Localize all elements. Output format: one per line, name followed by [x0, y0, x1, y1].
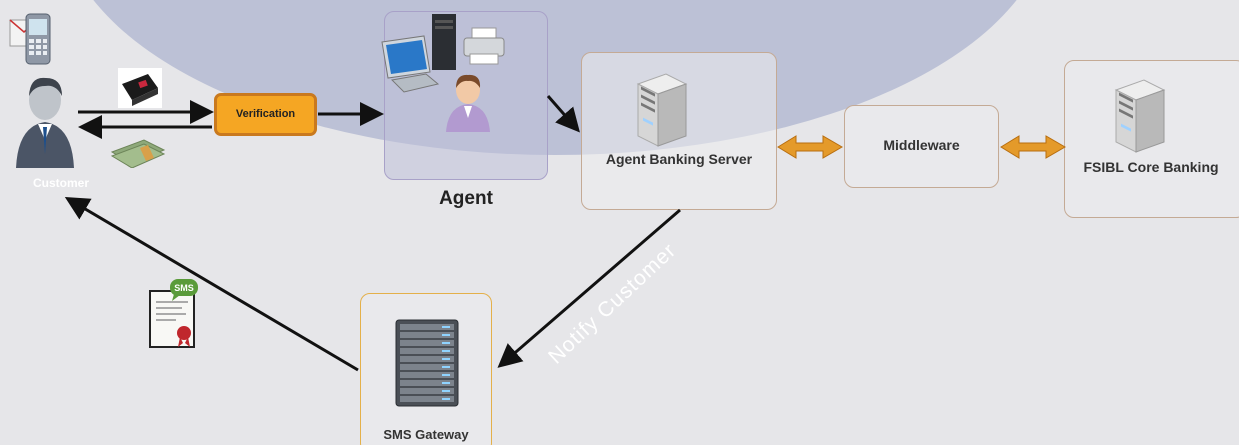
mobile-phone-icon	[9, 13, 51, 65]
card-reader-icon	[118, 68, 162, 108]
rack-unit	[400, 380, 454, 386]
rack-led	[442, 366, 450, 368]
server-to-sms-arrow	[497, 208, 681, 368]
sms-certificate-icon: SMS	[149, 279, 198, 348]
rack-unit	[400, 332, 454, 338]
sms-to-customer-arrow	[64, 196, 359, 372]
rack-led	[442, 382, 450, 384]
printer-icon	[463, 27, 505, 65]
middleware-label: Middleware	[883, 137, 960, 153]
rack-unit	[400, 396, 454, 402]
cash-icon	[110, 139, 166, 168]
customer-label: Customer	[32, 176, 89, 190]
agent-person-icon	[446, 74, 490, 132]
core-server-tower-icon	[1114, 79, 1166, 153]
agent-banking-server-label: Agent Banking Server	[605, 151, 753, 167]
server-tower-icon	[636, 73, 688, 147]
rack-led	[442, 334, 450, 336]
sms-gateway-label: SMS Gateway	[383, 427, 469, 442]
rack-led	[442, 374, 450, 376]
customer-person-icon	[16, 77, 74, 168]
rack-led	[442, 326, 450, 328]
sms-badge-text: SMS	[174, 283, 194, 293]
rack-unit	[400, 340, 454, 346]
rack-unit	[400, 372, 454, 378]
middleware-node: Middleware	[844, 105, 999, 188]
rack-unit	[400, 356, 454, 362]
rack-unit	[400, 324, 454, 330]
rack-led	[442, 358, 450, 360]
rack-unit	[400, 364, 454, 370]
rack-unit	[400, 348, 454, 354]
core-banking-label: FSIBL Core Banking	[1083, 159, 1219, 175]
rack-led	[442, 398, 450, 400]
computer-icon	[381, 14, 456, 93]
middleware-core-double-arrow	[1000, 135, 1066, 159]
agent-to-server-arrow	[546, 95, 580, 133]
rack-unit	[400, 388, 454, 394]
rack-led	[442, 342, 450, 344]
agent-label: Agent	[439, 188, 493, 209]
server-middleware-double-arrow	[777, 135, 843, 159]
rack-led	[442, 350, 450, 352]
verification-node: Verification	[214, 93, 317, 136]
rack-led	[442, 390, 450, 392]
server-rack-icon	[395, 319, 459, 407]
